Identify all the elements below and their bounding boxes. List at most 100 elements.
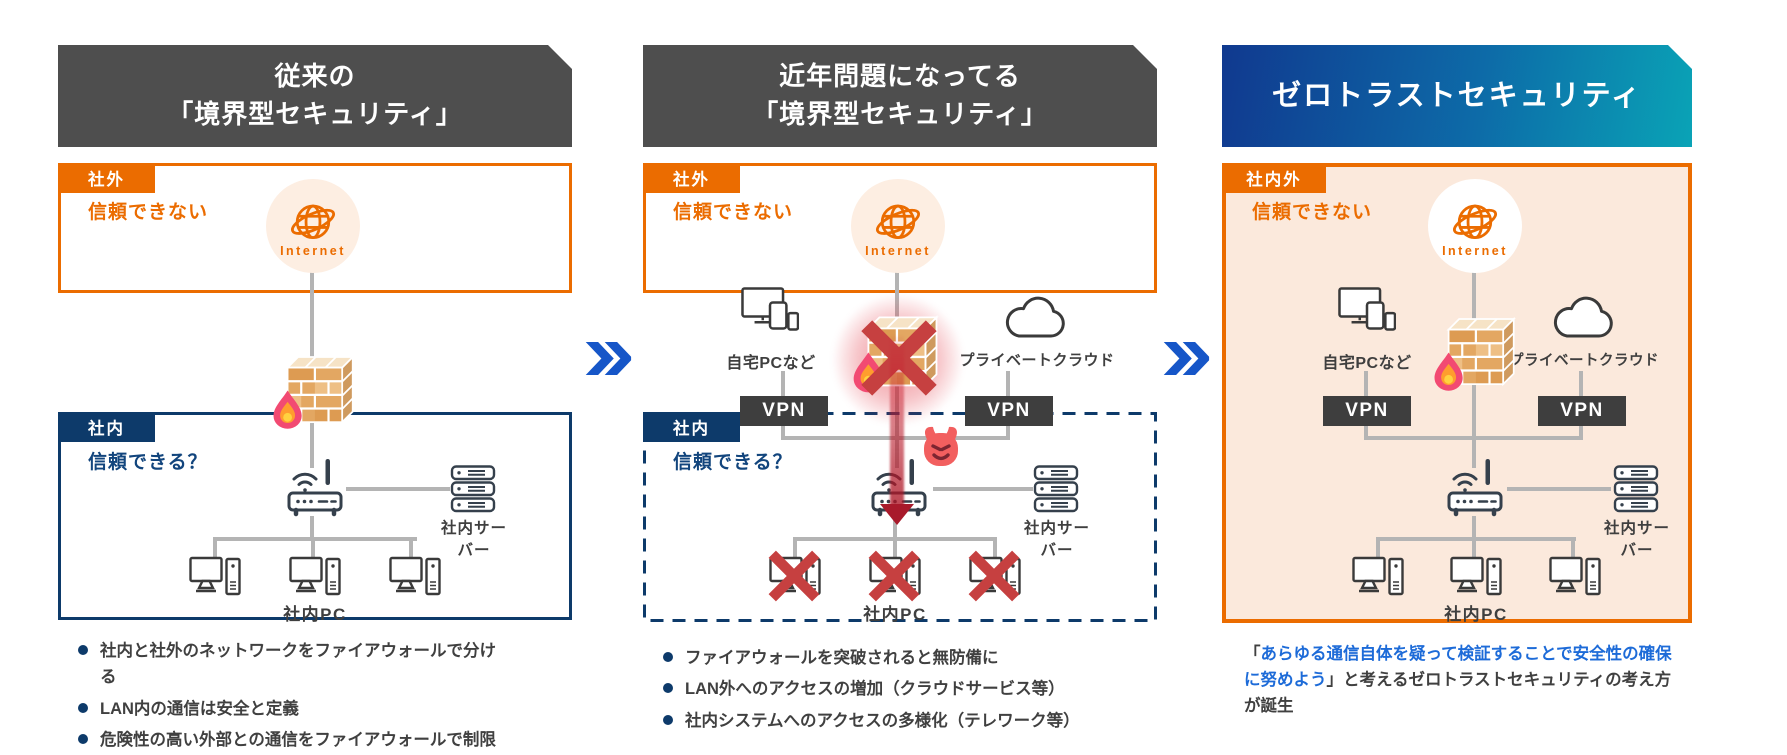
pc-label: 社内PC [863,605,927,624]
bullet-item: LAN内の通信は安全と定義 [78,696,500,722]
chevron-right-icon [583,342,633,375]
server-label: 社内サーバー [1023,520,1090,559]
connector-left-bus [781,436,897,440]
home-devices-icon [1338,287,1396,343]
vpn-badge: VPN [740,396,828,426]
zero-trust-note: 「あらゆる通信自体を疑って検証することで安全性の確保に努めよう」と考えるゼロトラ… [1244,641,1684,719]
panel-title-line1: 従来の [274,61,356,92]
vpn-badge: VPN [965,396,1053,426]
panel-zero-trust-header: ゼロトラストセキュリティ [1222,45,1692,147]
compromised-x-icon [965,547,1023,605]
connector-bus [213,537,417,541]
connector-drop-1 [213,537,217,558]
note-rest: と考えるゼロトラストセキュリティの考え方が誕生 [1244,671,1672,716]
zone-badge: 社内外 [1222,163,1326,193]
inside-badge: 社内 [643,412,740,442]
note-bracket-close: 」 [1326,671,1344,690]
bullet-dot [78,645,88,655]
panel-title: ゼロトラストセキュリティ [1272,79,1642,112]
server-icon [450,465,496,513]
server-icon [1033,465,1079,513]
connector-drop-3 [409,537,413,558]
firewall-icon [270,350,358,438]
bullet-text: 社内と社外のネットワークをファイアウォールで分ける [100,642,496,687]
internet-label: Internet [280,244,346,258]
bullet-text: ファイアウォールを突破されると無防備に [685,649,999,667]
note-quote: あらゆる通信自体を疑って検証することで安全性の確保に努めよう [1244,645,1672,690]
connector-router-bus [310,516,314,539]
connector-router-server [1507,487,1611,491]
connector-drop-2 [1472,537,1476,558]
connector-drop-3 [1571,537,1575,558]
connector-drop-3 [993,537,997,558]
connector-router-server [933,487,1033,491]
zero-trust-zone-box [1222,163,1692,623]
outside-zone-box [58,163,572,293]
bullet-item: 危険性の高い外部との通信をファイアウォールで制限 [78,727,500,753]
bullet-text: 危険性の高い外部との通信をファイアウォールで制限 [100,731,496,750]
outside-caption: 信頼できない [88,202,209,223]
panel-problems-header: 近年問題になってる 「境界型セキュリティ」 [643,45,1157,147]
server-label: 社内サーバー [1603,520,1670,559]
inside-badge: 社内 [58,412,155,442]
attack-arrow-shaft [890,336,904,508]
pc-label: 社内PC [1444,605,1508,624]
server-icon [1613,465,1659,513]
connector-drop-2 [893,537,897,558]
internet-node: Internet [851,179,945,273]
home-devices-label: 自宅PCなど [1322,355,1412,372]
pc-icon [389,556,441,600]
inside-caption: 信頼できる？ [88,452,208,473]
outside-caption: 信頼できない [673,202,794,223]
bullet-item: 社内システムへのアクセスの多様化（テレワーク等） [663,708,1085,734]
cloud-icon [1005,292,1067,342]
firewall-icon [1431,310,1519,402]
devil-icon [921,424,961,468]
home-devices-icon [741,287,799,343]
globe-icon [1449,194,1501,246]
inside-caption: 信頼できる？ [673,452,793,473]
globe-icon [872,194,924,246]
internet-node: Internet [1428,179,1522,273]
connector-drop-2 [311,537,315,558]
cloud-label: プライベートクラウド [959,352,1115,369]
bullet-dot [78,734,88,745]
zone-caption: 信頼できない [1252,202,1373,223]
panel-title-line1: 近年問題になってる [779,61,1021,92]
pc-icon [1450,556,1502,600]
bullet-dot [663,683,673,694]
pc-icon [289,556,341,600]
compromised-x-icon [865,547,923,605]
pc-icon [189,556,241,600]
connector-right-bus [1474,436,1583,440]
pc-label: 社内PC [283,605,347,624]
vpn-badge: VPN [1538,396,1626,426]
bullet-list: 社内と社外のネットワークをファイアウォールで分ける LAN内の通信は安全と定義 … [78,638,500,755]
connector-router-bus [1472,516,1476,539]
bullet-item: ファイアウォールを突破されると無防備に [663,645,1085,671]
cloud-label: プライベートクラウド [1509,353,1659,369]
inside-zone-box-dashed [643,412,1157,622]
vpn-badge: VPN [1323,396,1411,426]
panel-traditional: 従来の 「境界型セキュリティ」 社外 信頼できない Internet 社内 信頼… [58,0,572,755]
outside-zone-box [643,163,1157,293]
home-devices-label: 自宅PCなど [726,355,816,372]
connector-router-bus [893,516,897,539]
pc-icon [1352,556,1404,600]
panel-title-line2: 「境界型セキュリティ」 [752,99,1048,129]
connector-router-server [346,487,450,491]
compromised-x-icon [765,547,823,605]
router-icon [1443,453,1507,517]
pc-icon [1549,556,1601,600]
attack-arrow-head [880,504,914,525]
bullet-text: LAN内の通信は安全と定義 [100,699,299,718]
bullet-item: LAN外へのアクセスの増加（クラウドサービス等） [663,676,1085,702]
internet-label: Internet [1442,244,1508,258]
bullet-item: 社内と社外のネットワークをファイアウォールで分ける [78,638,500,691]
bullet-text: 社内システムへのアクセスの多様化（テレワーク等） [685,711,1080,730]
connector-drop-1 [793,537,797,558]
panel-zero-trust: ゼロトラストセキュリティ 社内外 信頼できない Internet 自宅PCなど … [1222,0,1692,755]
outside-badge: 社外 [58,163,155,193]
bullet-dot [78,702,88,713]
bullet-text: LAN外へのアクセスの増加（クラウドサービス等） [685,680,1065,699]
